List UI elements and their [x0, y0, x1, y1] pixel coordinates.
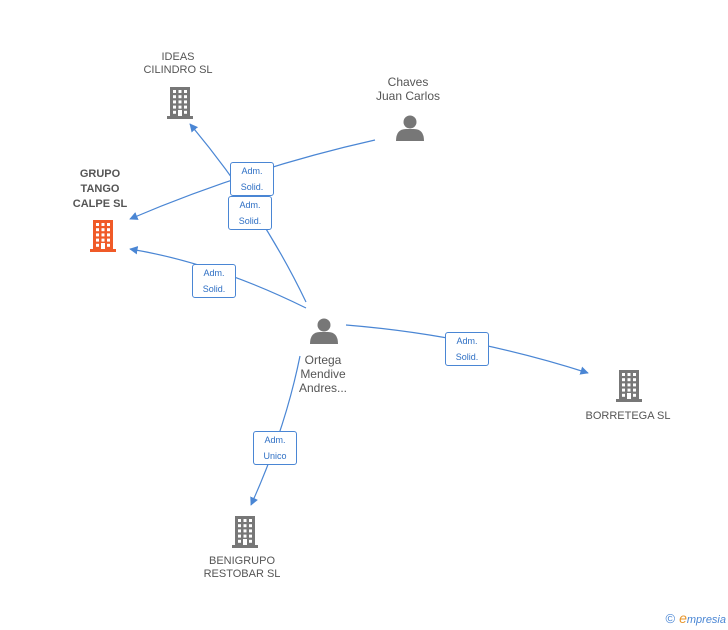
person-icon-chaves[interactable] [396, 115, 424, 142]
node-label-ideas[interactable]: IDEAS CILINDRO SL [143, 51, 213, 76]
edge-label-ortega-borretega: Adm. Solid. [445, 332, 489, 366]
edge-label-ortega-grupo: Adm. Solid. [192, 264, 236, 298]
edge-label-chaves-grupo: Adm. Solid. [230, 162, 274, 196]
edge-ortega-benigrupo [250, 355, 301, 506]
edge-label-ortega-benigrupo: Adm. Unico [253, 431, 297, 465]
person-icon-ortega[interactable] [310, 318, 338, 345]
building-icon-benigrupo[interactable] [232, 516, 258, 548]
node-label-benigrupo[interactable]: BENIGRUPO RESTOBAR SL [203, 555, 281, 580]
building-icon-ideas[interactable] [167, 87, 193, 119]
node-label-chaves[interactable]: Chaves Juan Carlos [375, 75, 441, 103]
copyright-symbol: © [665, 611, 676, 626]
brand-name: mpresia [686, 614, 726, 626]
edge-label-ortega-ideas: Adm. Solid. [228, 196, 272, 230]
brand-initial: e [679, 610, 687, 626]
building-icon-borretega[interactable] [616, 370, 642, 402]
node-label-grupo[interactable]: GRUPO TANGO CALPE SL [72, 168, 128, 210]
building-icon-grupo[interactable] [90, 220, 116, 252]
empresia-watermark[interactable]: ©empresia [665, 610, 726, 626]
node-label-borretega[interactable]: BORRETEGA SL [585, 410, 671, 422]
node-label-ortega[interactable]: Ortega Mendive Andres... [298, 353, 348, 395]
